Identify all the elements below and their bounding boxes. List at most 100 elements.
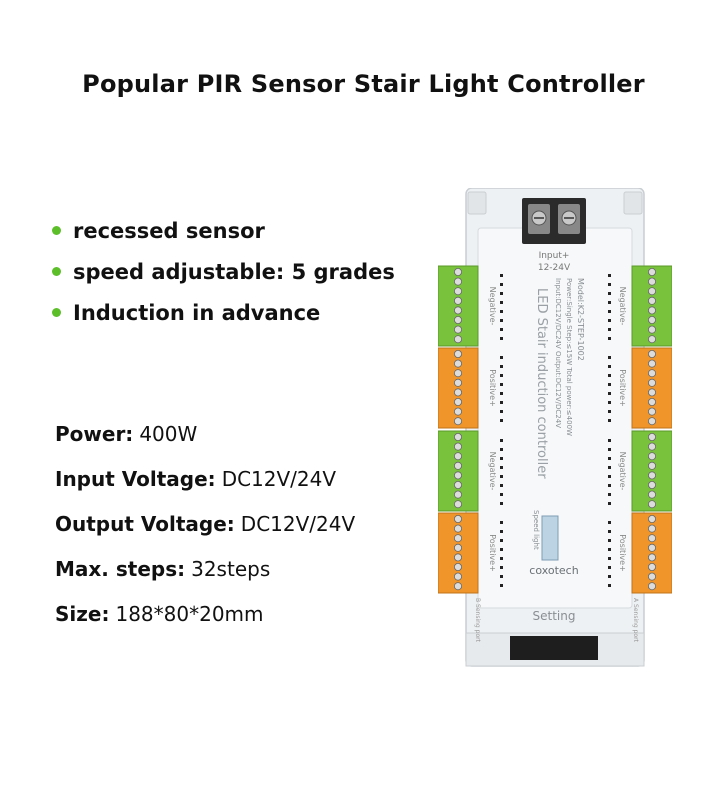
spec-label: Power: <box>55 421 134 446</box>
feature-text: recessed sensor <box>73 218 265 243</box>
terminal-screw <box>647 407 656 416</box>
led-dot <box>500 392 503 395</box>
led-dot <box>608 530 611 533</box>
led-dot <box>608 539 611 542</box>
negative-label: Negative- <box>488 287 497 326</box>
feature-item: Induction in advance <box>52 292 395 333</box>
led-dot <box>500 530 503 533</box>
terminal-screw <box>647 562 656 571</box>
speed-label: Speed light <box>532 510 540 550</box>
led-dot <box>500 484 503 487</box>
bullet-icon <box>52 226 61 235</box>
terminal-screw <box>647 325 656 334</box>
led-dot <box>500 301 503 304</box>
led-dot <box>608 383 611 386</box>
product-name: LED Stair induction controller <box>534 288 549 479</box>
led-dot <box>500 521 503 524</box>
led-dot <box>500 439 503 442</box>
spec-label: Size: <box>55 601 110 626</box>
terminal-screw <box>453 407 462 416</box>
terminal-screw <box>453 553 462 562</box>
led-dot <box>500 319 503 322</box>
spec-value: 188*80*20mm <box>115 601 264 626</box>
led-dot <box>500 419 503 422</box>
terminal-screw <box>453 480 462 489</box>
brand-name: coxotech <box>529 564 578 577</box>
terminal-screw <box>453 432 462 441</box>
led-dot <box>608 401 611 404</box>
led-dot <box>500 292 503 295</box>
led-dot <box>608 292 611 295</box>
led-dot <box>500 502 503 505</box>
led-dot <box>500 548 503 551</box>
terminal-screw <box>453 315 462 324</box>
positive-label: Positive+ <box>618 369 627 407</box>
spec-value: 400W <box>139 421 198 446</box>
led-dot <box>500 401 503 404</box>
feature-text: Induction in advance <box>73 300 321 325</box>
led-dot <box>608 457 611 460</box>
terminal-screw <box>453 388 462 397</box>
led-dot <box>608 319 611 322</box>
feature-text: speed adjustable: 5 grades <box>73 259 395 284</box>
led-dot <box>608 283 611 286</box>
positive-label: Positive+ <box>488 369 497 407</box>
spec-input-voltage: Input Voltage: DC12V/24V <box>55 456 355 501</box>
spec-value: DC12V/24V <box>221 466 337 491</box>
led-dot <box>608 410 611 413</box>
feature-item: recessed sensor <box>52 210 395 251</box>
terminal-screw <box>453 359 462 368</box>
negative-label: Negative- <box>488 452 497 491</box>
led-dot <box>500 448 503 451</box>
led-dot <box>608 439 611 442</box>
terminal-screw <box>453 514 462 523</box>
controller-illustration: Input+ 12-24V Negative- Positive+ Negati… <box>438 188 672 667</box>
led-dot <box>500 274 503 277</box>
terminal-screw <box>647 335 656 344</box>
terminal-screw <box>647 432 656 441</box>
terminal-screw <box>647 572 656 581</box>
led-dot <box>608 419 611 422</box>
negative-label: Negative- <box>618 452 627 491</box>
terminal-screw <box>647 369 656 378</box>
terminal-screw <box>453 534 462 543</box>
terminal-screw <box>647 534 656 543</box>
terminal-screw <box>647 378 656 387</box>
terminal-screw <box>647 514 656 523</box>
led-dot <box>500 566 503 569</box>
terminal-screws <box>453 268 656 591</box>
terminal-screw <box>453 349 462 358</box>
terminal-screw <box>647 277 656 286</box>
led-dot <box>500 584 503 587</box>
setting-label: Setting <box>533 609 576 623</box>
led-dot <box>608 575 611 578</box>
spec-size: Size: 188*80*20mm <box>55 591 355 636</box>
terminal-screw <box>453 306 462 315</box>
led-dot <box>608 301 611 304</box>
terminal-screw <box>647 306 656 315</box>
spec-list: Power: 400W Input Voltage: DC12V/24V Out… <box>55 411 355 636</box>
terminal-screw <box>453 268 462 277</box>
led-dot <box>500 575 503 578</box>
led-dot <box>608 466 611 469</box>
terminal-screw <box>453 369 462 378</box>
led-dot <box>608 484 611 487</box>
terminal-screw <box>647 471 656 480</box>
terminal-screw <box>647 296 656 305</box>
sensing-connector <box>510 636 598 660</box>
terminal-screw <box>647 461 656 470</box>
led-dot <box>608 584 611 587</box>
terminal-screw <box>647 388 656 397</box>
power-text: Power:Single Step:≤15W Total power:≤400W <box>565 278 573 436</box>
led-dot <box>500 337 503 340</box>
led-dot <box>500 283 503 286</box>
feature-list: recessed sensor speed adjustable: 5 grad… <box>52 210 395 333</box>
led-dot <box>500 557 503 560</box>
terminal-screw <box>647 442 656 451</box>
terminal-screw <box>647 500 656 509</box>
terminal-screw <box>453 378 462 387</box>
spec-value: 32steps <box>191 556 271 581</box>
terminal-screw <box>647 480 656 489</box>
led-dot <box>608 337 611 340</box>
terminal-screw <box>453 287 462 296</box>
